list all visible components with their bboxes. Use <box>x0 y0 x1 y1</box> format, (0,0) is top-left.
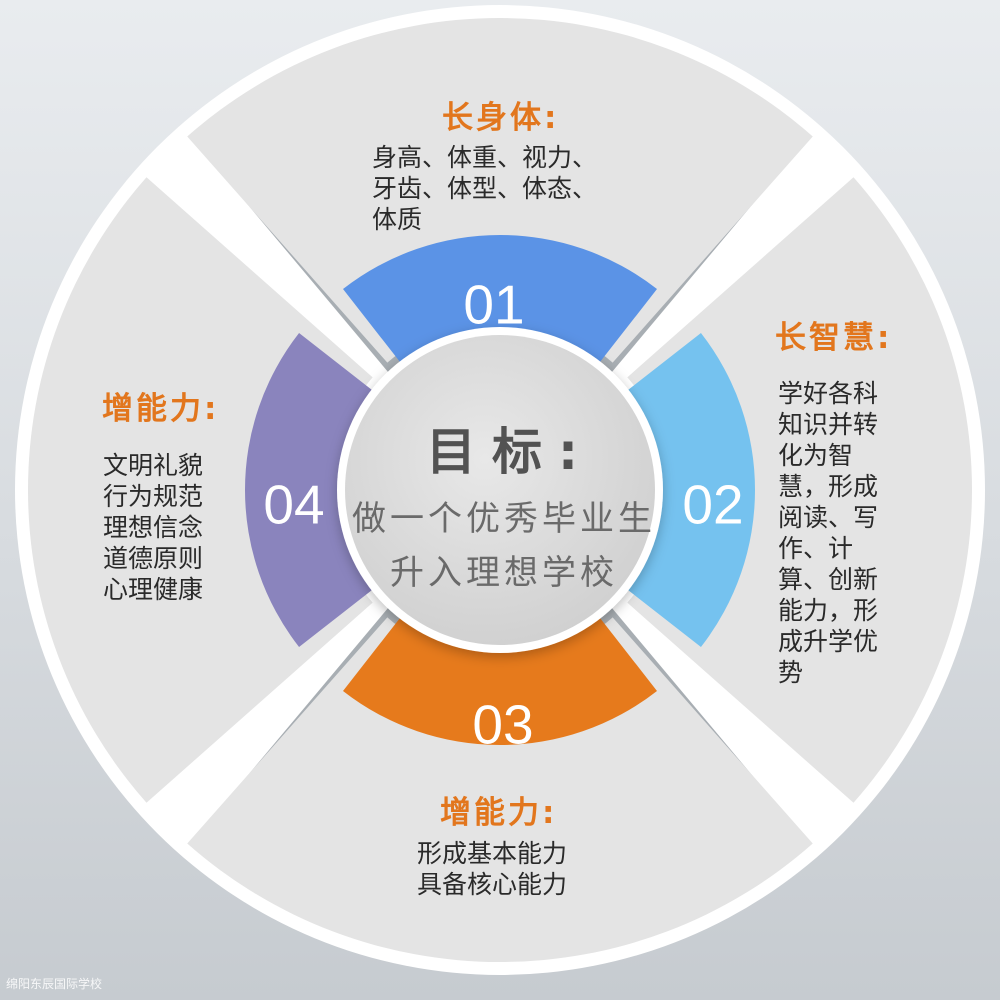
q2-line: 成升学优 <box>778 627 879 656</box>
q2-line: 作、计 <box>778 534 854 563</box>
q3-line: 形成基本能力 <box>417 839 568 868</box>
inner-ring-segments <box>245 234 756 745</box>
q4-line: 道德原则 <box>103 544 204 573</box>
outer-segment-top <box>187 17 813 363</box>
inner-segment-03 <box>343 608 657 745</box>
number-02: 02 <box>682 473 744 536</box>
q4-line: 心理健康 <box>103 575 204 604</box>
q1-text: 身高、体重、视力、 牙齿、体型、体态、 体质 <box>372 142 597 235</box>
center-line-2: 升入理想学校 <box>390 553 618 593</box>
number-03: 03 <box>472 693 534 756</box>
q4-line: 文明礼貌 <box>103 451 204 480</box>
q2-line: 化为智 <box>778 441 854 470</box>
q4-line: 理想信念 <box>103 513 204 542</box>
q1-title: 长身体: <box>442 100 560 136</box>
q2-line: 势 <box>778 658 804 687</box>
q4-title: 增能力: <box>102 391 220 427</box>
q1-line: 身高、体重、视力、 <box>372 143 598 172</box>
q1-line: 体质 <box>372 205 423 234</box>
inner-segment-04 <box>245 333 382 647</box>
q2-line: 能力，形 <box>778 596 879 625</box>
q2-text: 学好各科 知识并转 化为智 慧，形成 阅读、写 作、计 算、创新 能力，形 成升… <box>778 378 878 688</box>
q3-line: 具备核心能力 <box>417 870 568 899</box>
q4-text: 文明礼貌 行为规范 理想信念 道德原则 心理健康 <box>103 450 203 605</box>
outer-segments <box>28 17 972 962</box>
q4-line: 行为规范 <box>103 482 204 511</box>
outer-segment-left <box>28 177 373 803</box>
q2-line: 学好各科 <box>778 379 879 408</box>
number-01: 01 <box>463 273 525 336</box>
inner-segment-01 <box>343 234 657 372</box>
q2-line: 阅读、写 <box>778 503 879 532</box>
center-circle <box>345 335 655 645</box>
center-line-1: 做一个优秀毕业生 <box>352 499 656 539</box>
q3-title: 增能力: <box>440 795 558 831</box>
q2-line: 算、创新 <box>778 565 879 594</box>
q2-title: 长智慧: <box>775 320 893 356</box>
q2-line: 慧，形成 <box>778 472 879 501</box>
outer-segment-bottom <box>187 617 813 962</box>
q2-line: 知识并转 <box>778 410 879 439</box>
q3-text: 形成基本能力 具备核心能力 <box>417 838 567 900</box>
watermark: 绵阳东辰国际学校 <box>6 977 103 991</box>
outer-segment-right <box>627 177 972 803</box>
center-title: 目标: <box>426 423 594 481</box>
number-04: 04 <box>263 473 325 536</box>
inner-segment-02 <box>618 333 756 647</box>
q1-line: 牙齿、体型、体态、 <box>372 174 598 203</box>
